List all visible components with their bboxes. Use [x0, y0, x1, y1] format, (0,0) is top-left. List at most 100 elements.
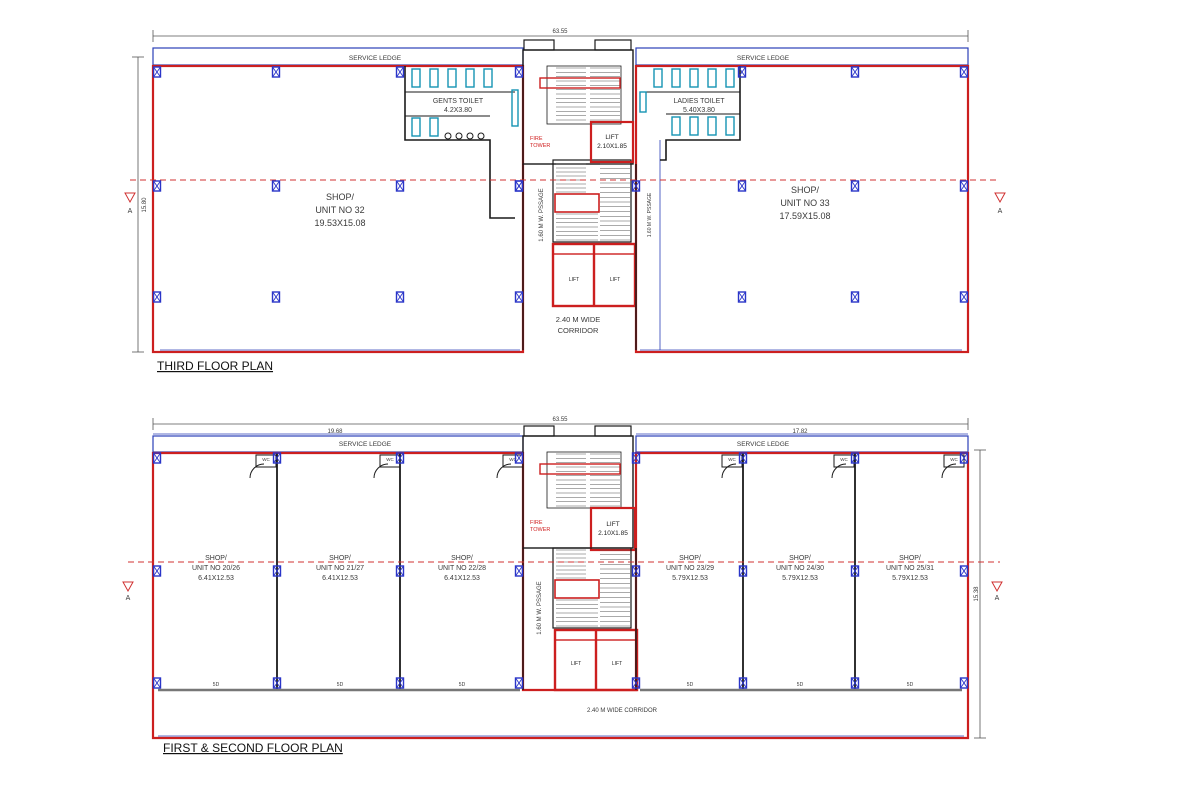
shop-unit-label-line2: UNIT NO 23/29	[666, 565, 714, 572]
column	[959, 565, 969, 577]
column	[395, 291, 405, 303]
section-marker-left: A	[128, 208, 133, 215]
wc-label: WC	[728, 457, 736, 462]
section-marker-left: A	[126, 595, 131, 602]
column	[631, 452, 641, 464]
column	[738, 565, 748, 577]
shop-unit-label-line2: UNIT NO 24/30	[776, 565, 824, 572]
lift-small-a-label: LIFT	[571, 661, 581, 667]
lift-main-label: LIFT	[606, 521, 619, 528]
column	[395, 565, 405, 577]
column	[271, 291, 281, 303]
shop-unit-label-line3: 5.79X12.53	[782, 575, 818, 582]
column	[738, 452, 748, 464]
column	[152, 66, 162, 78]
shop-unit-label-line1: SHOP/	[451, 555, 473, 562]
shop-unit-label-line3: 5.79X12.53	[672, 575, 708, 582]
passage-left-label: 1.60 M W. PSSAGE	[539, 188, 545, 241]
column	[152, 180, 162, 192]
shop-unit: SHOP/UNIT NO 22/28 6.41X12.53	[438, 555, 486, 582]
unit-partitions	[158, 453, 964, 737]
shop-unit-label-line1: SHOP/	[899, 555, 921, 562]
overall-dimension: 63.55	[552, 417, 568, 423]
svg-text:5D: 5D	[797, 682, 804, 688]
stair-treads	[556, 453, 630, 627]
shop-unit-label-line3: 6.41X12.53	[198, 575, 234, 582]
first-second-floor-plan: 63.55 19.68 17.82 15.38 SERVICE LEDGE SE…	[122, 417, 1003, 755]
ladies-toilet-size: 5.40X3.80	[683, 107, 715, 114]
corridor-label-line2: CORRIDOR	[558, 326, 599, 335]
column	[272, 677, 282, 689]
column	[850, 66, 860, 78]
column	[850, 291, 860, 303]
column	[959, 677, 969, 689]
wc-label: WC	[840, 457, 848, 462]
column	[514, 677, 524, 689]
column	[631, 565, 641, 577]
column	[271, 66, 281, 78]
gents-toilet-label: GENTS TOILET	[433, 98, 484, 105]
column	[395, 180, 405, 192]
shop-unit-label-line3: 6.41X12.53	[444, 575, 480, 582]
wc-blocks	[249, 454, 965, 479]
gents-toilet-fixtures	[411, 68, 519, 140]
shop-unit-label-line2: UNIT NO 22/28	[438, 565, 486, 572]
column	[850, 452, 860, 464]
service-ledge-right	[635, 47, 969, 66]
column	[850, 180, 860, 192]
column	[737, 180, 747, 192]
column	[272, 452, 282, 464]
column	[959, 66, 969, 78]
lift-main	[589, 506, 637, 552]
gents-toilet-size: 4.2X3.80	[444, 107, 472, 114]
structural-columns	[152, 66, 969, 303]
lift-main-size: 2.10X1.85	[597, 143, 627, 150]
lift-small-b-label: LIFT	[612, 661, 622, 667]
shop-unit-label-line1: SHOP/	[205, 555, 227, 562]
column	[152, 565, 162, 577]
column	[738, 677, 748, 689]
shop-32-line3: 19.53X15.08	[314, 218, 365, 228]
left-dimension: 19.68	[327, 429, 343, 435]
corridor-label-line1: 2.40 M WIDE	[556, 315, 601, 324]
column	[514, 180, 524, 192]
column	[395, 677, 405, 689]
shop-unit: SHOP/UNIT NO 21/276.41X12.53	[316, 555, 364, 582]
stair-treads	[556, 67, 630, 241]
service-ledge-right	[635, 435, 969, 453]
column	[959, 291, 969, 303]
shop-unit: SHOP/UNIT NO 23/29 5.79X12.53	[666, 555, 714, 582]
lift-small-a-label: LIFT	[569, 277, 579, 283]
shop-unit-label-line3: 6.41X12.53	[322, 575, 358, 582]
shop-unit: SHOP/UNIT NO 20/26 6.41X12.53	[192, 555, 240, 582]
shop-unit-label-line1: SHOP/	[789, 555, 811, 562]
shop-unit-label-line2: UNIT NO 25/31	[886, 565, 934, 572]
section-marker-right: A	[998, 208, 1003, 215]
service-ledge-left-label: SERVICE LEDGE	[339, 441, 392, 448]
passage-right-label: 1.60 M W. PSSAGE	[647, 192, 653, 237]
shop-33-line2: UNIT NO 33	[780, 198, 829, 208]
svg-text:5D: 5D	[337, 682, 344, 688]
third-floor-plan: 63.55 15.80 SERVICE LEDGE SERVICE LEDGE	[124, 29, 1006, 373]
svg-text:5D: 5D	[907, 682, 914, 688]
service-ledge-right-label: SERVICE LEDGE	[737, 441, 790, 448]
column	[514, 565, 524, 577]
column	[395, 66, 405, 78]
first-second-floor-title: FIRST & SECOND FLOOR PLAN	[163, 741, 343, 755]
shop-32-line1: SHOP/	[326, 192, 355, 202]
shop-unit-label-line2: UNIT NO 20/26	[192, 565, 240, 572]
column	[631, 677, 641, 689]
shop-unit-label-line1: SHOP/	[679, 555, 701, 562]
column	[631, 180, 641, 192]
column	[272, 565, 282, 577]
column	[152, 291, 162, 303]
column	[959, 452, 969, 464]
lift-main-size: 2.10X1.85	[598, 530, 628, 537]
column	[959, 180, 969, 192]
section-marker-right: A	[995, 595, 1000, 602]
ladies-toilet-fixtures	[639, 68, 735, 136]
column	[737, 66, 747, 78]
